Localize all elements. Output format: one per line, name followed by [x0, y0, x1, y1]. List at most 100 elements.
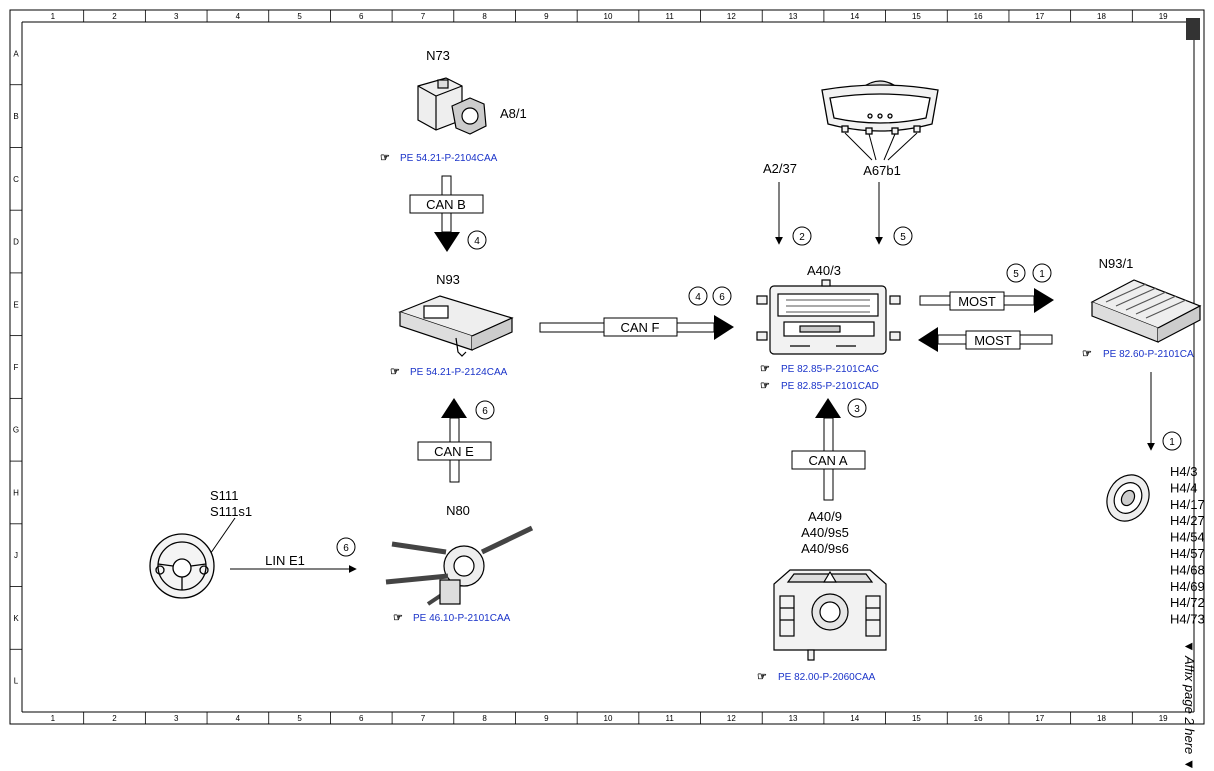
gateway-module-icon — [398, 295, 514, 357]
label-a40-9: A40/9 — [808, 509, 842, 524]
label-h4-speaker: H4/27 — [1170, 513, 1205, 528]
ref-a40-3-a[interactable]: PE 82.85-P-2101CAC — [781, 364, 879, 375]
head-unit-icon — [756, 279, 901, 355]
control-panel-icon — [773, 569, 887, 661]
label-h4-speaker: H4/68 — [1170, 562, 1205, 577]
step-most-1: 5 — [1013, 269, 1019, 280]
affix-note: ▼ Affix page 2 here ▼ — [1182, 640, 1197, 771]
can-f-connection — [539, 315, 734, 340]
label-a40-9s6: A40/9s6 — [801, 541, 849, 556]
grid-col-label: 12 — [727, 714, 736, 723]
can-a-connection — [791, 398, 866, 501]
label-s111s1: S111s1 — [210, 504, 252, 519]
bus-can-e: CAN E — [434, 444, 474, 459]
grid-col-label: 6 — [359, 714, 364, 723]
label-a40-3: A40/3 — [807, 263, 841, 278]
step-can-e: 6 — [482, 406, 488, 417]
grid-col-label: 3 — [174, 12, 179, 21]
grid-col-label: 11 — [666, 714, 675, 723]
grid-col-label: 18 — [1097, 714, 1106, 723]
label-n93: N93 — [436, 272, 460, 287]
grid-col-label: 17 — [1035, 714, 1044, 723]
grid-col-label: 19 — [1159, 12, 1168, 21]
drawing-frame — [9, 9, 1205, 725]
grid-col-label: 5 — [297, 714, 302, 723]
grid-col-label: 16 — [974, 12, 983, 21]
grid-col-label: 9 — [544, 12, 549, 21]
ignition-switch-icon — [417, 77, 487, 135]
label-a67b1: A67b1 — [863, 163, 901, 178]
step-can-f-2: 6 — [719, 292, 725, 303]
step-lin-e1: 6 — [343, 543, 349, 554]
rearview-mirror-icon — [821, 80, 939, 135]
grid-row-label: C — [13, 175, 19, 184]
grid-col-label: 13 — [789, 714, 798, 723]
grid-col-label: 12 — [727, 12, 736, 21]
grid-col-label: 4 — [236, 714, 241, 723]
bus-can-f: CAN F — [621, 320, 660, 335]
grid-row-label: B — [13, 112, 18, 121]
ref-n93[interactable]: PE 54.21-P-2124CAA — [410, 367, 508, 378]
grid-col-label: 7 — [421, 12, 426, 21]
label-h4-speaker: H4/4 — [1170, 480, 1197, 495]
most-out-connection — [919, 288, 1054, 313]
label-h4-speaker: H4/54 — [1170, 530, 1205, 545]
grid-col-label: 18 — [1097, 12, 1106, 21]
grid-col-label: 11 — [666, 12, 675, 21]
grid-col-label: 8 — [482, 714, 487, 723]
grid-col-label: 1 — [51, 714, 56, 723]
amplifier-icon — [1090, 279, 1202, 343]
label-n93-1: N93/1 — [1099, 256, 1134, 271]
reference-icon: ☞ — [760, 380, 770, 392]
can-b-connection — [409, 175, 484, 252]
step-a67b1: 5 — [900, 232, 906, 243]
bus-most-out: MOST — [958, 294, 996, 309]
grid-col-label: 9 — [544, 714, 549, 723]
bus-can-b: CAN B — [426, 197, 466, 212]
grid-row-label: G — [13, 426, 19, 435]
bus-can-a: CAN A — [808, 453, 847, 468]
grid-row-label: J — [14, 551, 18, 560]
label-h4-speaker: H4/57 — [1170, 546, 1205, 561]
grid-col-label: 5 — [297, 12, 302, 21]
grid-col-label: 6 — [359, 12, 364, 21]
grid-row-label: D — [13, 238, 19, 247]
ref-n73[interactable]: PE 54.21-P-2104CAA — [400, 153, 498, 164]
label-a8-1: A8/1 — [500, 106, 527, 121]
step-h4: 1 — [1169, 437, 1175, 448]
reference-icon: ☞ — [760, 363, 770, 375]
label-s111: S111 — [210, 488, 238, 503]
grid-col-label: 10 — [604, 12, 613, 21]
label-a40-9s5: A40/9s5 — [801, 525, 849, 540]
grid-col-label: 10 — [604, 714, 613, 723]
speaker-icon — [1106, 474, 1150, 522]
reference-icon: ☞ — [380, 152, 390, 164]
grid-row-label: E — [13, 300, 18, 309]
label-h4-speaker: H4/72 — [1170, 595, 1205, 610]
grid-col-label: 4 — [236, 12, 241, 21]
bus-lin-e1: LIN E1 — [265, 553, 305, 568]
reference-icon: ☞ — [1082, 348, 1092, 360]
grid-row-label: L — [14, 677, 19, 686]
most-in-connection — [918, 327, 1053, 352]
label-h4-speaker: H4/69 — [1170, 579, 1205, 594]
ref-a40-3-b[interactable]: PE 82.85-P-2101CAD — [781, 381, 879, 392]
grid-col-label: 17 — [1035, 12, 1044, 21]
step-a2-37: 2 — [799, 232, 805, 243]
grid-col-label: 13 — [789, 12, 798, 21]
grid-col-label: 2 — [112, 12, 117, 21]
ref-a40-9[interactable]: PE 82.00-P-2060CAA — [778, 672, 876, 683]
grid-col-label: 7 — [421, 714, 426, 723]
grid-col-label: 14 — [850, 12, 859, 21]
grid-row-label: F — [14, 363, 19, 372]
grid-row-label: K — [13, 614, 19, 623]
speaker-list: H4/3H4/4H4/17H4/27H4/54H4/57H4/68H4/69H4… — [1170, 464, 1205, 627]
steering-column-module-icon — [385, 525, 534, 606]
ref-n80[interactable]: PE 46.10-P-2101CAA — [413, 613, 511, 624]
can-e-connection — [417, 398, 492, 483]
grid-col-label: 14 — [850, 714, 859, 723]
ref-n93-1[interactable]: PE 82.60-P-2101CA — [1103, 349, 1194, 360]
label-a2-37: A2/37 — [763, 161, 797, 176]
